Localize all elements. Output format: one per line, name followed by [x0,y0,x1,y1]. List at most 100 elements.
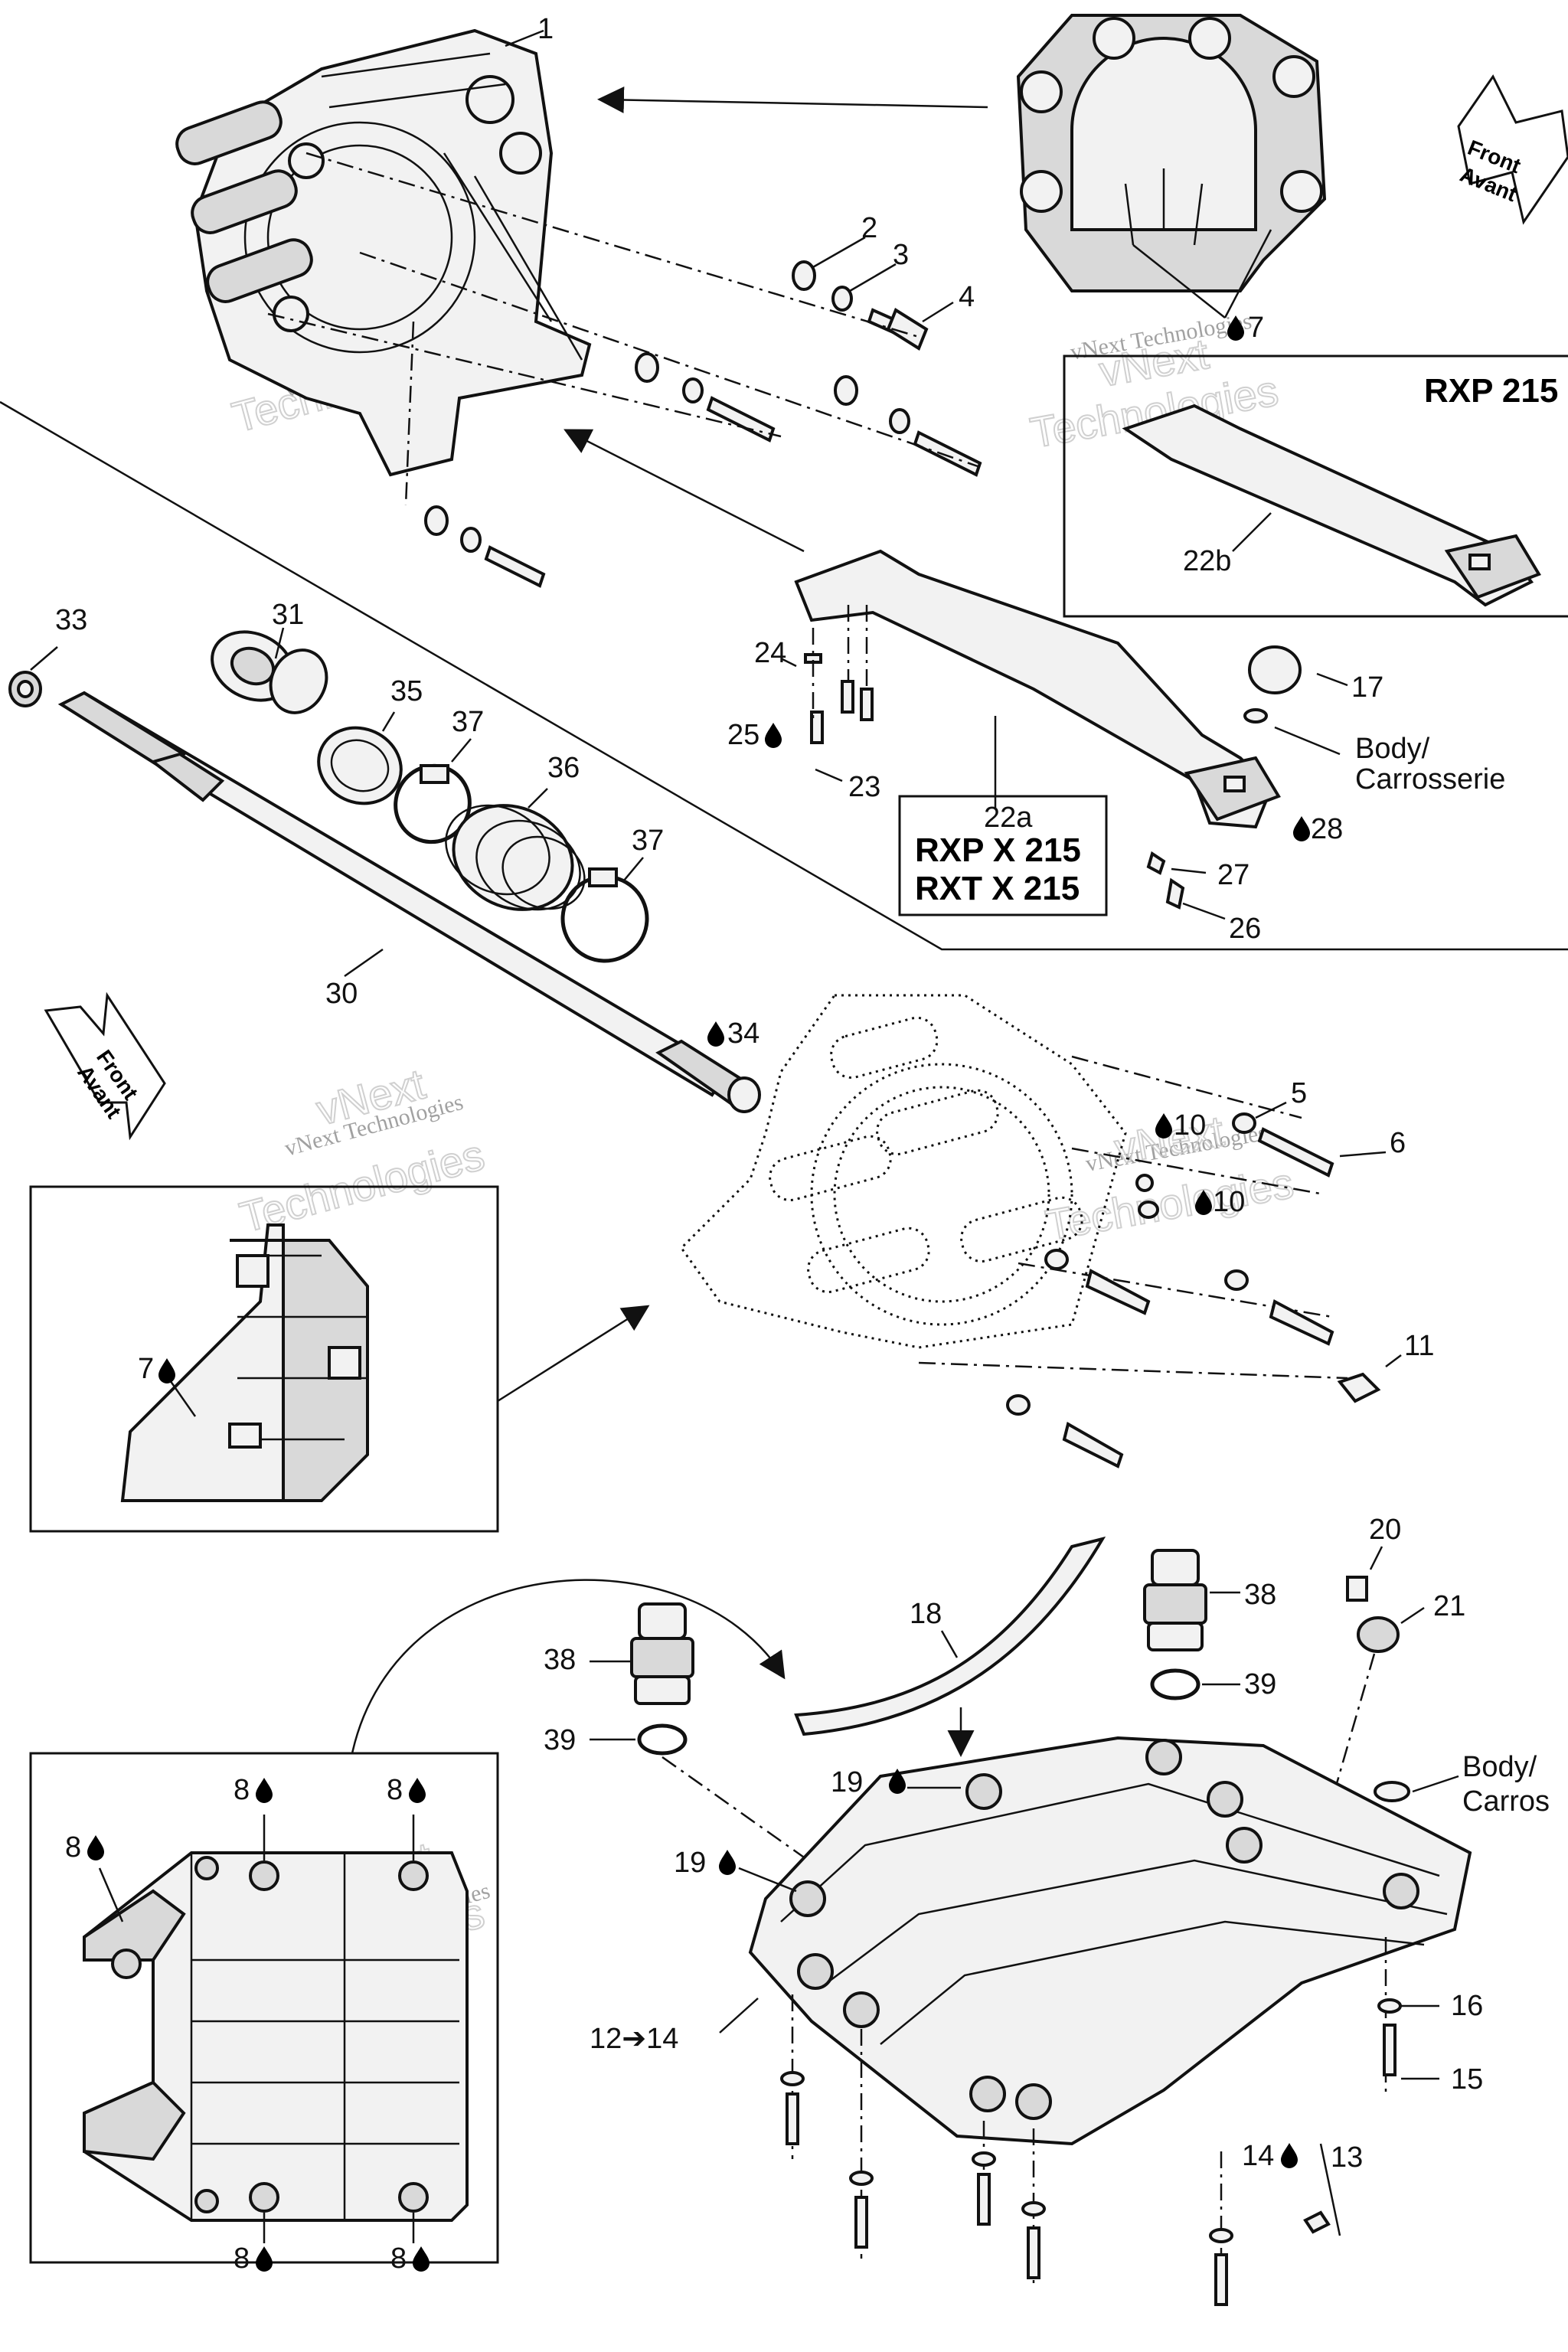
part-38-drain-plug-2 [1143,1549,1207,1651]
leader-line [1232,512,1272,552]
callout-35: 35 [390,675,423,707]
leader-line [1369,1546,1383,1570]
sealant-drop-icon [158,1358,175,1383]
part-39-o-ring [637,1723,688,1756]
part-21-grommet [1357,1616,1400,1653]
leader-line [1385,1354,1402,1367]
leader-line [738,1867,797,1893]
callout-20: 20 [1369,1514,1401,1546]
callout-4: 4 [959,281,975,313]
callout-16: 16 [1451,1990,1483,2022]
leader-line [1339,1151,1387,1158]
callout-27: 27 [1217,859,1250,891]
callout-25: 25 [727,719,760,751]
body-label-line1: Body/ [1355,733,1430,765]
direction-arrow-icon-2: Front Avant [44,991,166,1141]
callout-36: 36 [547,752,580,784]
sealant-drop-icon [1281,2143,1298,2168]
model-label-rxt-x-215: RXT X 215 [915,870,1080,907]
assembly-arrow-curved [351,1579,786,1754]
part-20-pin [1346,1576,1368,1602]
leader-line [719,1998,759,2034]
fastener-group-23-24-25 [804,605,874,744]
sealant-drop-icon [409,1778,426,1803]
leader-line [167,1377,197,1417]
callout-19a: 19 [831,1766,863,1798]
callout-3: 3 [893,239,909,271]
callout-6: 6 [1390,1127,1406,1159]
direction-arrow-icon: Front Avant [1457,74,1568,225]
leader-line [1223,229,1272,318]
callout-11: 11 [1404,1330,1434,1362]
part-housing-outline [680,994,1348,1380]
leader-line [451,738,472,763]
leader-line [98,1867,124,1922]
leader-line [505,29,544,47]
callout-37b: 37 [632,825,664,857]
model-label-rxp215: RXP 215 [1424,372,1558,410]
callout-8b: 8 [387,1774,403,1806]
part-1-housing [175,28,592,506]
callout-12-14: 12➔14 [590,2023,678,2055]
callout-33: 33 [55,604,87,636]
leader-line [849,263,897,292]
gasket-detail-view [120,1223,369,1502]
leader-line [274,627,285,659]
callout-19b: 19 [674,1847,706,1879]
callout-1: 1 [537,13,554,45]
part-38-drain-plug [630,1602,694,1705]
callout-21: 21 [1433,1590,1465,1622]
fastener-stack-2-3-4 [267,152,982,588]
callout-5: 5 [1291,1077,1307,1109]
leader-line [1171,867,1207,874]
ride-plate-assembly [748,1736,1472,2146]
callout-39b: 39 [1244,1668,1276,1700]
leader-line [780,657,797,668]
plate-top-view [83,1851,469,2222]
callout-15: 15 [1451,2063,1483,2096]
plate-fastener-group [780,1937,1402,2306]
leader-line [1412,1775,1459,1793]
body-label-line2: Carrosserie [1355,763,1505,795]
callout-13: 13 [1331,2141,1363,2174]
callout-39a: 39 [544,1724,576,1756]
callout-18: 18 [910,1598,942,1630]
part-18-strap [794,1536,1106,1736]
callout-30: 30 [325,978,358,1010]
callout-37: 37 [452,706,484,738]
watermark-brand: Technologies [1042,1158,1297,1250]
sealant-drop-icon [256,2246,273,2272]
assembly-arrow [564,429,805,553]
leader-line [1400,1606,1425,1625]
callout-28: 28 [1311,813,1343,845]
callout-31: 31 [272,599,304,631]
callout-8e: 8 [390,2243,407,2275]
sealant-drop-icon [719,1850,736,1875]
part-7-gasket [1016,14,1327,292]
part-27-washer [1146,851,1166,875]
part-17-cap [1248,645,1302,694]
part-30-driveshaft [57,691,761,1113]
leader-line [623,857,644,881]
inset-box-rxp215 [1063,354,1568,618]
leader-line [815,768,843,782]
leader-line [1274,726,1341,756]
callout-38a: 38 [544,1644,576,1676]
assembly-arrow [497,1305,650,1403]
sealant-drop-icon [87,1835,104,1860]
part-37-clamp-2 [560,867,649,963]
callout-10b: 10 [1213,1186,1245,1218]
callout-7b: 7 [138,1353,154,1385]
part-31-seal-carrier [211,630,328,714]
part-26-screw [1165,877,1185,910]
callout-22a: 22a [984,802,1033,834]
part-33-bushing [8,671,42,707]
body-label-2-line1: Body/ [1462,1751,1537,1783]
leader-line [1132,244,1226,318]
model-label-rxp-x-215: RXP X 215 [915,831,1081,869]
leader-line [381,711,396,732]
leader-line [811,236,866,270]
callout-22b: 22b [1183,545,1231,577]
callout-14: 14 [1242,2140,1274,2172]
section-divider-line [0,400,1568,951]
